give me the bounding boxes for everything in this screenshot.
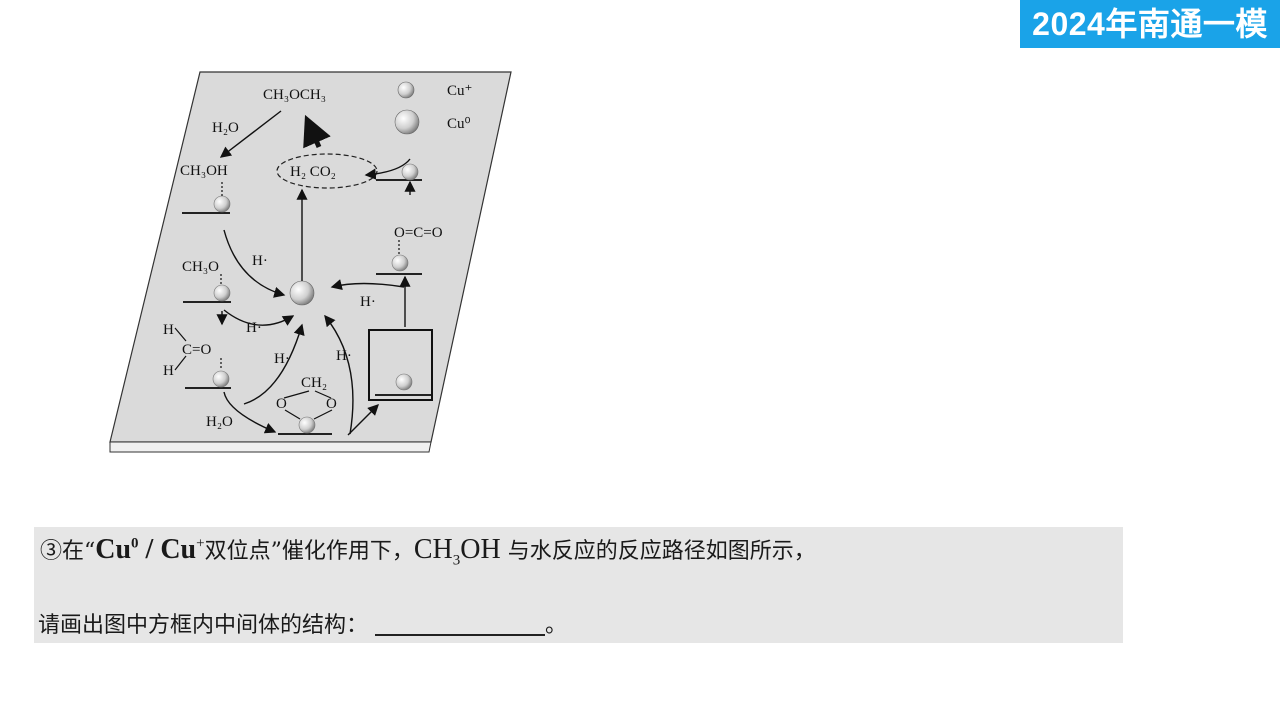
cu-plus-legend-icon [397,81,415,99]
answer-blank[interactable] [375,608,546,636]
question-prompt: 请画出图中方框内中间体的结构： [38,613,369,638]
label-h-radical-1: H· [252,253,268,269]
question-line-2: 请画出图中方框内中间体的结构： 。 [38,607,567,639]
label-methoxy: CH₃O [182,259,219,275]
label-o-left: O [276,396,287,412]
label-products: H₂ CO₂ [290,164,336,180]
label-formaldehyde-co: C=O [182,342,211,358]
reaction-pathway-diagram: Cu⁺ Cu⁰ CH₃OCH₃ H₂O CH₃OH CH₃O H₂ CO₂ O=… [109,71,512,453]
label-h-radical-4: H· [274,351,290,367]
label-water-top: H₂O [212,120,239,136]
label-co2-adsorbed: O=C=O [394,225,443,241]
cu-zero-legend-icon [394,109,420,135]
label-formaldehyde-h-top: H [163,322,174,338]
source-badge: 2024年南通一模 [1020,0,1280,48]
question-period: 。 [545,613,568,638]
cu0-formula: Cu0 / Cu+ [95,534,205,565]
legend: Cu⁺ Cu⁰ [394,81,472,135]
question-panel: ③在“Cu0 / Cu+双位点”催化作用下，CH3OH 与水反应的反应路径如图所… [34,527,1123,643]
question-prefix: ③在“ [40,539,96,564]
question-middle: 双位点”催化作用下， [204,539,414,564]
adsorption-sites [212,163,419,434]
legend-label-cu-zero: Cu⁰ [447,116,471,132]
label-o-right: O [326,396,337,412]
reaction-arrows [216,110,416,436]
label-ch2: CH₂ [301,375,327,391]
label-methanol: CH₃OH [180,163,228,179]
surface-sites [182,179,432,435]
label-h-radical-2: H· [360,294,376,310]
intermediate-box [368,329,433,401]
label-h-radical-3: H· [246,320,262,336]
bond-lines [174,182,400,420]
cu-zero-center-site [289,280,315,306]
legend-label-cu-plus: Cu⁺ [447,83,472,99]
question-line-1: ③在“Cu0 / Cu+双位点”催化作用下，CH3OH 与水反应的反应路径如图所… [40,533,816,570]
label-water-bottom: H₂O [206,414,233,430]
product-ellipse [276,153,378,189]
label-dimethyl-ether: CH₃OCH₃ [263,87,326,103]
methanol-formula: CH3OH [413,534,501,569]
question-end: 与水反应的反应路径如图所示， [507,539,816,564]
label-formaldehyde-h-bottom: H [163,363,174,379]
